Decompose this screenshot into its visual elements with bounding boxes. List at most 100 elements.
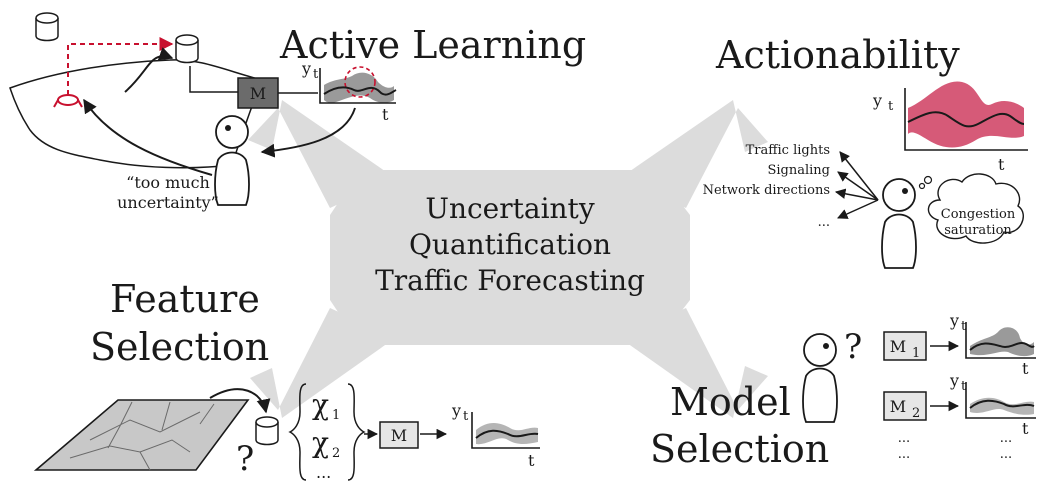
model-1-chart-uncertainty-band <box>970 327 1034 357</box>
model-2-forecast-chart: y t t <box>949 371 1036 438</box>
model-question-mark: ? <box>844 327 862 367</box>
center-title-line-1: Uncertainty <box>425 192 594 225</box>
active-chart-y-subscript: t <box>313 67 319 82</box>
gray-arrow-upper-left <box>248 100 395 208</box>
selected-sensor-icon <box>53 94 83 108</box>
actionability-forecast-chart: y t t <box>872 81 1028 174</box>
model-2-chart-y-label: y <box>949 371 959 390</box>
feature-question-mark: ? <box>236 439 254 479</box>
person-icon-actionability <box>881 178 917 269</box>
gray-arrow-upper-right <box>620 100 768 208</box>
model-2-chart-forecast-line <box>969 399 1035 409</box>
feature-set-right-brace <box>347 383 366 481</box>
database-icon-training <box>175 34 199 64</box>
active-chart-uncertainty-band <box>324 72 394 103</box>
model-2-chart-y-subscript: t <box>961 379 967 394</box>
model-1-chart-x-label: t <box>1022 359 1029 378</box>
feature-chart-x-label: t <box>528 451 535 470</box>
action-chart-axes <box>904 88 1028 151</box>
model-2-chart-x-label: t <box>1022 419 1029 438</box>
model-box-1 <box>883 331 927 361</box>
model-list-ellipsis-1: ... <box>898 431 910 446</box>
feature-chart-axes <box>471 412 540 449</box>
model-box-1-subscript: 1 <box>912 346 920 361</box>
model-2-chart-uncertainty-band <box>970 397 1034 415</box>
feature-selection-panel: Feature Selection ? χ 1 χ 2 ... M y t t <box>33 277 540 482</box>
model-selection-panel: Model Selection ? M 1 y t t M 2 <box>650 311 1036 471</box>
active-chart-axes <box>319 68 396 104</box>
gray-arrow-center-block <box>330 170 690 345</box>
thought-text-line-2: saturation <box>944 223 1012 238</box>
model-1-forecast-chart: y t t <box>949 311 1036 378</box>
chart-to-person-arrow <box>260 107 356 158</box>
model-list-ellipsis-2: ... <box>898 447 910 462</box>
action-chart-x-label: t <box>998 155 1005 174</box>
feature-ellipsis: ... <box>316 463 331 482</box>
feature-1-symbol: χ <box>312 388 329 421</box>
active-learning-title: Active Learning <box>279 23 586 67</box>
model-box-2-label: M <box>890 397 906 416</box>
map-to-database-feature-arrow <box>209 388 271 414</box>
model-1-chart-y-label: y <box>949 311 959 330</box>
model-box-feature-label: M <box>391 426 407 445</box>
database-to-model-connector <box>189 66 238 93</box>
database-icon-source <box>35 12 59 42</box>
feature-2-symbol: χ <box>312 426 329 459</box>
person-to-map-arrow <box>83 98 213 176</box>
gray-arrow-lower-left <box>250 308 395 418</box>
active-learning-panel: Active Learning M <box>9 12 586 212</box>
person-icon-active <box>214 115 250 206</box>
actionability-title: Actionability <box>715 33 960 77</box>
model-1-chart-y-subscript: t <box>961 319 967 334</box>
model-selection-title-line-2: Selection <box>650 427 829 471</box>
road-network-map <box>33 399 250 471</box>
thought-bubble <box>918 173 1024 244</box>
action-chart-y-label: y <box>872 91 882 110</box>
data-acquisition-arrow <box>67 37 174 95</box>
model-box-active-label: M <box>250 84 266 103</box>
gray-arrow-lower-right <box>620 308 768 418</box>
model-box-feature <box>379 421 419 449</box>
center-title-line-2: Quantification <box>409 228 611 261</box>
thought-text-line-1: Congestion <box>941 207 1016 222</box>
feature-chart-y-label: y <box>451 401 461 420</box>
model-2-chart-axes <box>965 382 1036 419</box>
uncertainty-quote-line-2: uncertainty” <box>117 193 219 212</box>
action-item-signaling: Signaling <box>767 163 830 178</box>
action-chart-uncertainty-band <box>908 81 1024 148</box>
chart-list-ellipsis-1: ... <box>1000 431 1012 446</box>
active-chart-y-label: y <box>301 59 311 78</box>
feature-2-subscript: 2 <box>332 446 340 461</box>
map-surface <box>9 59 264 169</box>
model-box-2 <box>883 391 927 421</box>
feature-selection-title-line-1: Feature <box>110 277 260 321</box>
model-box-1-label: M <box>890 337 906 356</box>
feature-set-left-brace <box>288 383 307 481</box>
actionability-panel: Actionability y t t Traffic lights Signa… <box>703 33 1028 269</box>
feature-1-subscript: 1 <box>332 408 340 423</box>
action-item-network-directions: Network directions <box>703 183 830 198</box>
model-1-chart-axes <box>965 322 1036 359</box>
action-item-traffic-lights: Traffic lights <box>746 143 830 158</box>
four-way-arrow-shape <box>248 100 768 418</box>
feature-selection-title-line-2: Selection <box>90 325 269 369</box>
active-chart-x-label: t <box>382 105 389 124</box>
model-1-chart-forecast-line <box>969 342 1035 351</box>
model-selection-title-line-1: Model <box>670 380 791 424</box>
center-title-line-3: Traffic Forecasting <box>375 264 645 297</box>
action-chart-forecast-line <box>907 111 1025 128</box>
action-chart-y-subscript: t <box>888 99 894 114</box>
map-to-database-arrow <box>124 47 174 93</box>
feature-forecast-chart: y t t <box>451 401 540 470</box>
person-icon-model <box>802 333 838 423</box>
action-fan-arrows <box>834 151 879 219</box>
uncertainty-highlight-circle <box>344 66 376 98</box>
feature-chart-forecast-line <box>475 429 539 439</box>
chart-list-ellipsis-2: ... <box>1000 447 1012 462</box>
uncertainty-quote-line-1: “too much <box>126 173 210 192</box>
active-learning-forecast-chart: y t t <box>301 59 397 124</box>
feature-chart-y-subscript: t <box>463 409 469 424</box>
database-icon-feature <box>255 416 279 446</box>
action-item-ellipsis: ... <box>818 215 830 230</box>
